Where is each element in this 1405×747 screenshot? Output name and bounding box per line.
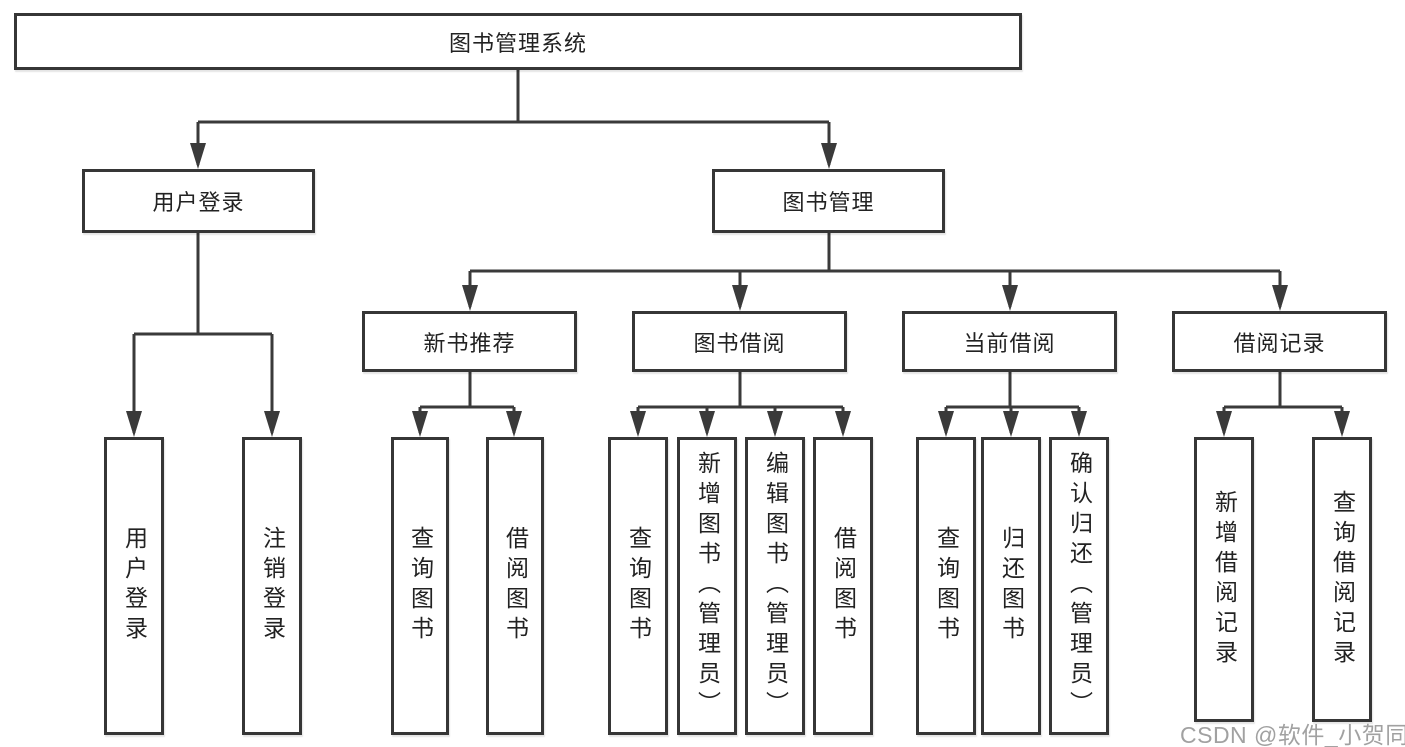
leaf-user-login: 用户登录 — [104, 437, 164, 735]
leaf-label: 归还图书 — [998, 526, 1025, 646]
leaf-logout: 注销登录 — [242, 437, 302, 735]
node-user-login: 用户登录 — [82, 169, 315, 233]
node-book-management: 图书管理 — [712, 169, 945, 233]
leaf-label: 查询图书 — [407, 526, 434, 646]
node-book-borrowing: 图书借阅 — [632, 311, 847, 372]
leaf-label: 确认归还（管理员） — [1066, 451, 1093, 721]
leaf-label: 借阅图书 — [830, 526, 857, 646]
leaf-query-borrow-record: 查询借阅记录 — [1312, 437, 1372, 722]
leaf-label: 用户登录 — [121, 526, 148, 646]
node-label: 新书推荐 — [423, 330, 516, 356]
node-label: 图书借阅 — [693, 330, 786, 356]
leaf-edit-books-admin: 编辑图书（管理员） — [745, 437, 805, 735]
node-new-book-recommendation: 新书推荐 — [362, 311, 577, 372]
leaf-query-books-recommend: 查询图书 — [391, 437, 449, 735]
leaf-query-books-current: 查询图书 — [916, 437, 976, 735]
leaf-label: 查询图书 — [625, 526, 652, 646]
leaf-label: 注销登录 — [259, 526, 286, 646]
leaf-label: 借阅图书 — [502, 526, 529, 646]
node-borrowing-records: 借阅记录 — [1172, 311, 1387, 372]
leaf-label: 查询借阅记录 — [1329, 489, 1356, 670]
leaf-confirm-return-admin: 确认归还（管理员） — [1049, 437, 1109, 735]
leaf-query-books-borrow: 查询图书 — [608, 437, 668, 735]
leaf-return-books: 归还图书 — [981, 437, 1041, 735]
leaf-label: 查询图书 — [933, 526, 960, 646]
leaf-label: 编辑图书（管理员） — [762, 451, 789, 721]
leaf-add-borrow-record: 新增借阅记录 — [1194, 437, 1254, 722]
node-library-management-system: 图书管理系统 — [14, 13, 1022, 70]
leaf-label: 新增借阅记录 — [1211, 489, 1238, 670]
connector-shafts — [132, 70, 1344, 433]
node-label: 用户登录 — [152, 190, 245, 215]
node-label: 图书管理系统 — [448, 30, 587, 56]
leaf-borrow-books-recommend: 借阅图书 — [486, 437, 544, 735]
node-label: 图书管理 — [782, 190, 875, 215]
node-label: 借阅记录 — [1233, 330, 1326, 356]
arrowheads — [126, 143, 1350, 437]
node-label: 当前借阅 — [963, 330, 1056, 356]
node-current-borrowing: 当前借阅 — [902, 311, 1117, 372]
leaf-label: 新增图书（管理员） — [694, 451, 721, 721]
leaf-borrow-books: 借阅图书 — [813, 437, 873, 735]
csdn-watermark: CSDN @软件_小贺同学 — [1180, 722, 1405, 747]
leaf-add-books-admin: 新增图书（管理员） — [677, 437, 737, 735]
